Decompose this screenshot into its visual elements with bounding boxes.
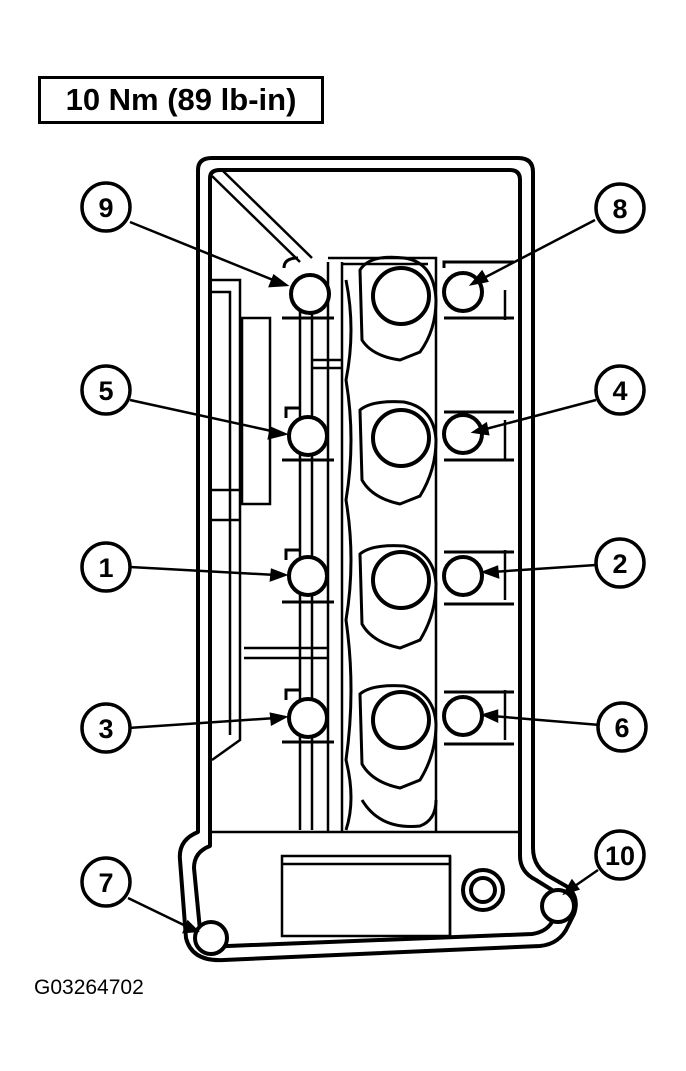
svg-text:2: 2 (612, 549, 627, 579)
bolt-callout-6: 6 (596, 701, 648, 753)
cover-inner-structure (211, 169, 520, 938)
svg-text:6: 6 (614, 713, 629, 743)
cam-journals (371, 266, 431, 750)
bolt-callout-8: 8 (594, 182, 646, 234)
bolt-callout-7: 7 (80, 856, 132, 908)
torque-spec-label: 10 Nm (89 lb-in) (38, 76, 324, 124)
figure-id: G03264702 (34, 976, 144, 999)
svg-text:3: 3 (98, 714, 113, 744)
bolt-callout-2: 2 (594, 537, 646, 589)
bolt-callout-3: 3 (80, 702, 132, 754)
bolt-callout-5: 5 (80, 364, 132, 416)
camshaft-lobes (344, 255, 438, 831)
bolt-callout-9: 9 (80, 181, 132, 233)
bolt-callout-1: 1 (80, 541, 132, 593)
svg-text:10: 10 (605, 841, 635, 871)
svg-text:8: 8 (612, 194, 627, 224)
svg-text:5: 5 (98, 376, 113, 406)
bolt-heads (193, 271, 576, 956)
callout-arrows (127, 218, 601, 934)
bolt-callout-10: 10 (594, 829, 646, 881)
bolt-callout-4: 4 (594, 364, 646, 416)
svg-text:9: 9 (98, 193, 113, 223)
svg-text:4: 4 (612, 376, 627, 406)
svg-text:1: 1 (98, 553, 113, 583)
bolt-bosses (282, 256, 514, 746)
bolt-callouts: 9 8 5 4 1 2 3 6 (80, 181, 648, 908)
svg-text:7: 7 (98, 868, 113, 898)
